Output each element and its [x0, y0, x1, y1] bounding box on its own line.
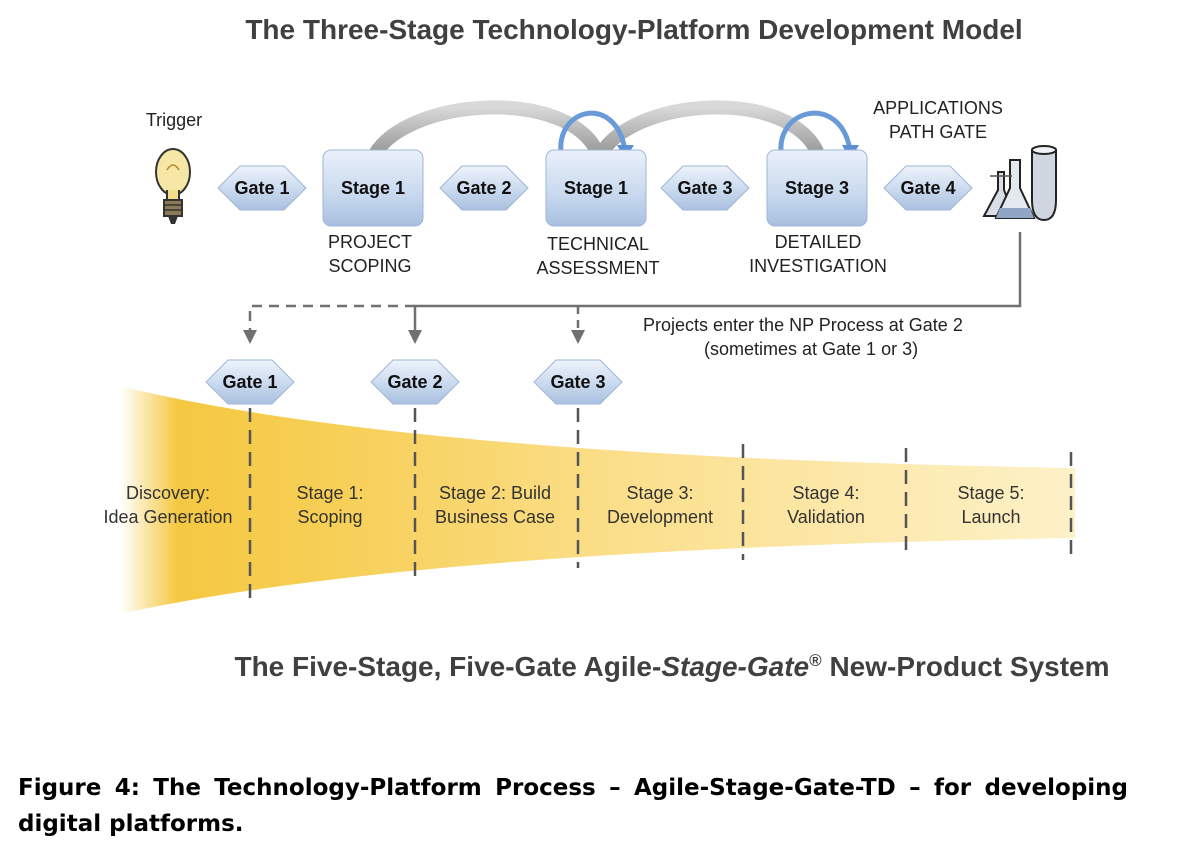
top-stage-project-scoping: Stage 1 PROJECT SCOPING — [322, 149, 424, 276]
top-stage-1-caption-line1: PROJECT — [328, 232, 412, 252]
bottom-stage-discovery-line2: Idea Generation — [103, 507, 232, 527]
lab-flasks-icon — [982, 145, 1057, 222]
svg-text:Gate 1: Gate 1 — [222, 372, 277, 392]
svg-text:Gate 3: Gate 3 — [550, 372, 605, 392]
svg-text:Gate 2: Gate 2 — [387, 372, 442, 392]
return-arc-2 — [591, 100, 827, 164]
trigger-label: Trigger — [146, 110, 202, 130]
top-stage-3-caption-line2: INVESTIGATION — [749, 256, 887, 276]
applications-gate-label-line2: PATH GATE — [889, 122, 987, 142]
iteration-loop-1 — [558, 110, 628, 163]
lightbulb-icon — [155, 148, 191, 224]
iteration-loop-2 — [778, 110, 853, 163]
svg-text:Stage 3: Stage 3 — [785, 178, 849, 198]
figure-caption: Figure 4: The Technology-Platform Proces… — [18, 775, 1128, 837]
top-stage-2-caption-line2: ASSESSMENT — [536, 258, 659, 278]
bottom-gate-1: Gate 1 — [205, 359, 295, 405]
bottom-stage-2-line2: Business Case — [435, 507, 555, 527]
svg-text:Gate 4: Gate 4 — [900, 178, 955, 198]
process-funnel — [120, 386, 1075, 614]
top-stage-technical-assessment: Stage 1 TECHNICAL ASSESSMENT — [536, 149, 660, 278]
bottom-stage-5-line1: Stage 5: — [957, 483, 1024, 503]
top-gate-4: Gate 4 — [883, 165, 973, 211]
entry-path-arrowhead — [408, 330, 422, 344]
bottom-stage-1-line1: Stage 1: — [296, 483, 363, 503]
bottom-gate-2: Gate 2 — [370, 359, 460, 405]
top-gate-2: Gate 2 — [439, 165, 529, 211]
alt-entry-gate1-arrowhead — [243, 330, 257, 344]
alt-entry-gate3-arrowhead — [571, 330, 585, 344]
svg-text:Stage 1: Stage 1 — [341, 178, 405, 198]
top-title: The Three-Stage Technology-Platform Deve… — [245, 14, 1022, 45]
top-stage-2-caption-line1: TECHNICAL — [547, 234, 649, 254]
bottom-stage-4-line2: Validation — [787, 507, 865, 527]
svg-text:Stage 1: Stage 1 — [564, 178, 628, 198]
top-stage-detailed-investigation: Stage 3 DETAILED INVESTIGATION — [749, 149, 887, 276]
bottom-title: The Five-Stage, Five-Gate Agile-Stage-Ga… — [234, 651, 1109, 682]
svg-text:Gate 3: Gate 3 — [677, 178, 732, 198]
bottom-stage-4-line1: Stage 4: — [792, 483, 859, 503]
applications-gate-label-line1: APPLICATIONS — [873, 98, 1003, 118]
bottom-stage-discovery-line1: Discovery: — [126, 483, 210, 503]
bottom-stage-3-line2: Development — [607, 507, 713, 527]
entry-note-line2: (sometimes at Gate 1 or 3) — [704, 339, 918, 359]
bottom-stage-3-line1: Stage 3: — [626, 483, 693, 503]
return-arc-1 — [365, 100, 607, 164]
bottom-stage-1-line2: Scoping — [297, 507, 362, 527]
top-stage-3-caption-line1: DETAILED — [775, 232, 862, 252]
entry-note-line1: Projects enter the NP Process at Gate 2 — [643, 315, 963, 335]
svg-text:Gate 1: Gate 1 — [234, 178, 289, 198]
alt-entry-path-gate1 — [248, 304, 415, 334]
top-gate-1: Gate 1 — [217, 165, 307, 211]
bottom-gate-3: Gate 3 — [533, 359, 623, 405]
bottom-stage-2-line1: Stage 2: Build — [439, 483, 551, 503]
entry-path-line — [413, 232, 1022, 334]
top-gate-3: Gate 3 — [660, 165, 750, 211]
svg-text:Gate 2: Gate 2 — [456, 178, 511, 198]
bottom-stage-5-line2: Launch — [961, 507, 1020, 527]
top-stage-1-caption-line2: SCOPING — [328, 256, 411, 276]
